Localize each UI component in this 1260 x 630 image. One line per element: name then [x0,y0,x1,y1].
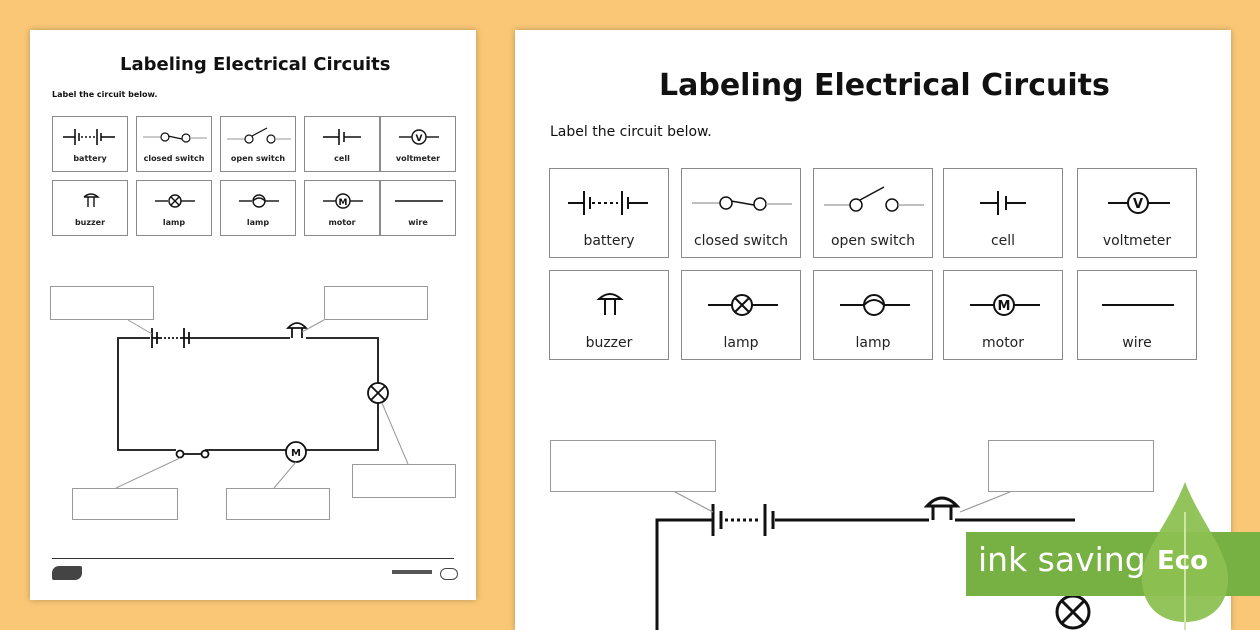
symbol-card-lamp-cross: lamp [136,180,212,236]
symbol-card-closed-switch: closed switch [681,168,801,258]
answer-box[interactable] [550,440,716,492]
battery-symbol-icon [568,191,648,215]
symbol-card-battery: battery [549,168,669,258]
voltmeter-letter: V [416,134,423,144]
voltmeter-symbol-icon: V [399,129,439,145]
voltmeter-symbol-icon: V [1108,192,1170,214]
symbol-label: open switch [830,233,916,249]
cell-symbol-icon [323,129,361,145]
wire-symbol-icon [1102,304,1174,306]
symbol-card-cell: cell [943,168,1063,258]
symbol-label: voltmeter [1102,233,1172,249]
answer-box[interactable] [988,440,1154,492]
worksheet-thumbnail[interactable]: Labeling Electrical Circuits Label the c… [30,30,476,600]
motor-letter: M [998,299,1011,314]
closed-switch-symbol-icon [692,196,792,211]
symbol-card-lamp-filament: lamp [220,180,296,236]
symbol-label: buzzer [585,335,633,351]
symbol-label: lamp [246,218,270,227]
motor-letter: M [339,198,348,208]
symbol-label: closed switch [693,233,789,249]
symbol-label: cell [334,154,350,163]
worksheet-instruction: Label the circuit below. [550,124,712,140]
symbol-label: lamp [723,335,759,351]
symbol-label: lamp [855,335,891,351]
footer-text-mark [392,570,432,574]
leaf-drop-icon [1141,482,1229,630]
symbol-label: wire [1122,335,1152,351]
lamp-filament-symbol-icon [239,194,279,208]
motor-symbol-icon: M [323,193,363,209]
buzzer-symbol-icon [83,193,100,207]
open-switch-symbol-icon [824,186,924,212]
symbol-card-motor: M motor [943,270,1063,360]
motor-symbol-icon: M [970,294,1040,316]
closed-switch-symbol-icon [143,132,207,143]
symbol-label: motor [328,218,356,227]
symbol-card-buzzer: buzzer [549,270,669,360]
circuit-diagram: M [115,319,409,489]
lamp-filament-symbol-icon [840,294,910,316]
symbol-card-buzzer: buzzer [52,180,128,236]
buzzer-symbol-icon [596,293,624,315]
circuit-diagram [655,491,1091,630]
answer-box[interactable] [324,286,428,320]
symbol-card-lamp-filament: lamp [813,270,933,360]
symbol-card-cell: cell [304,116,380,172]
symbol-label: voltmeter [395,154,441,163]
symbol-card-battery: battery [52,116,128,172]
footer-divider [52,558,454,559]
symbol-label: wire [408,218,428,227]
symbol-label: lamp [162,218,186,227]
symbol-card-closed-switch: closed switch [136,116,212,172]
worksheet-instruction: Label the circuit below. [52,90,158,99]
answer-box[interactable] [352,464,456,498]
open-switch-symbol-icon [227,127,291,144]
voltmeter-letter: V [1133,197,1143,212]
answer-box[interactable] [50,286,154,320]
brand-logo-icon [52,566,82,580]
symbol-card-open-switch: open switch [220,116,296,172]
circuit-motor-letter: M [291,448,301,459]
symbol-label: buzzer [74,218,106,227]
symbol-label: battery [583,233,635,249]
battery-symbol-icon [63,129,115,145]
footer-badge-icon [440,568,458,580]
symbol-label: closed switch [143,154,205,163]
cell-symbol-icon [980,191,1026,215]
symbol-card-lamp-cross: lamp [681,270,801,360]
answer-box[interactable] [72,488,178,520]
answer-box[interactable] [226,488,330,520]
lamp-cross-symbol-icon [155,194,195,208]
symbol-card-wire: wire [380,180,456,236]
symbol-card-voltmeter: V voltmeter [1077,168,1197,258]
symbol-label: cell [990,233,1016,249]
wire-symbol-icon [395,200,443,202]
lamp-cross-symbol-icon [708,294,778,316]
symbol-card-wire: wire [1077,270,1197,360]
worksheet-title: Labeling Electrical Circuits [659,68,1110,103]
symbol-card-voltmeter: V voltmeter [380,116,456,172]
symbol-card-open-switch: open switch [813,168,933,258]
worksheet-zoomed[interactable]: Labeling Electrical Circuits Label the c… [515,30,1231,630]
symbol-label: battery [73,154,107,163]
ink-saving-label: ink saving [978,540,1146,579]
eco-label: Eco [1157,546,1209,576]
symbol-label: open switch [230,154,286,163]
symbol-card-motor: M motor [304,180,380,236]
worksheet-title: Labeling Electrical Circuits [120,54,391,75]
symbol-label: motor [981,335,1024,351]
